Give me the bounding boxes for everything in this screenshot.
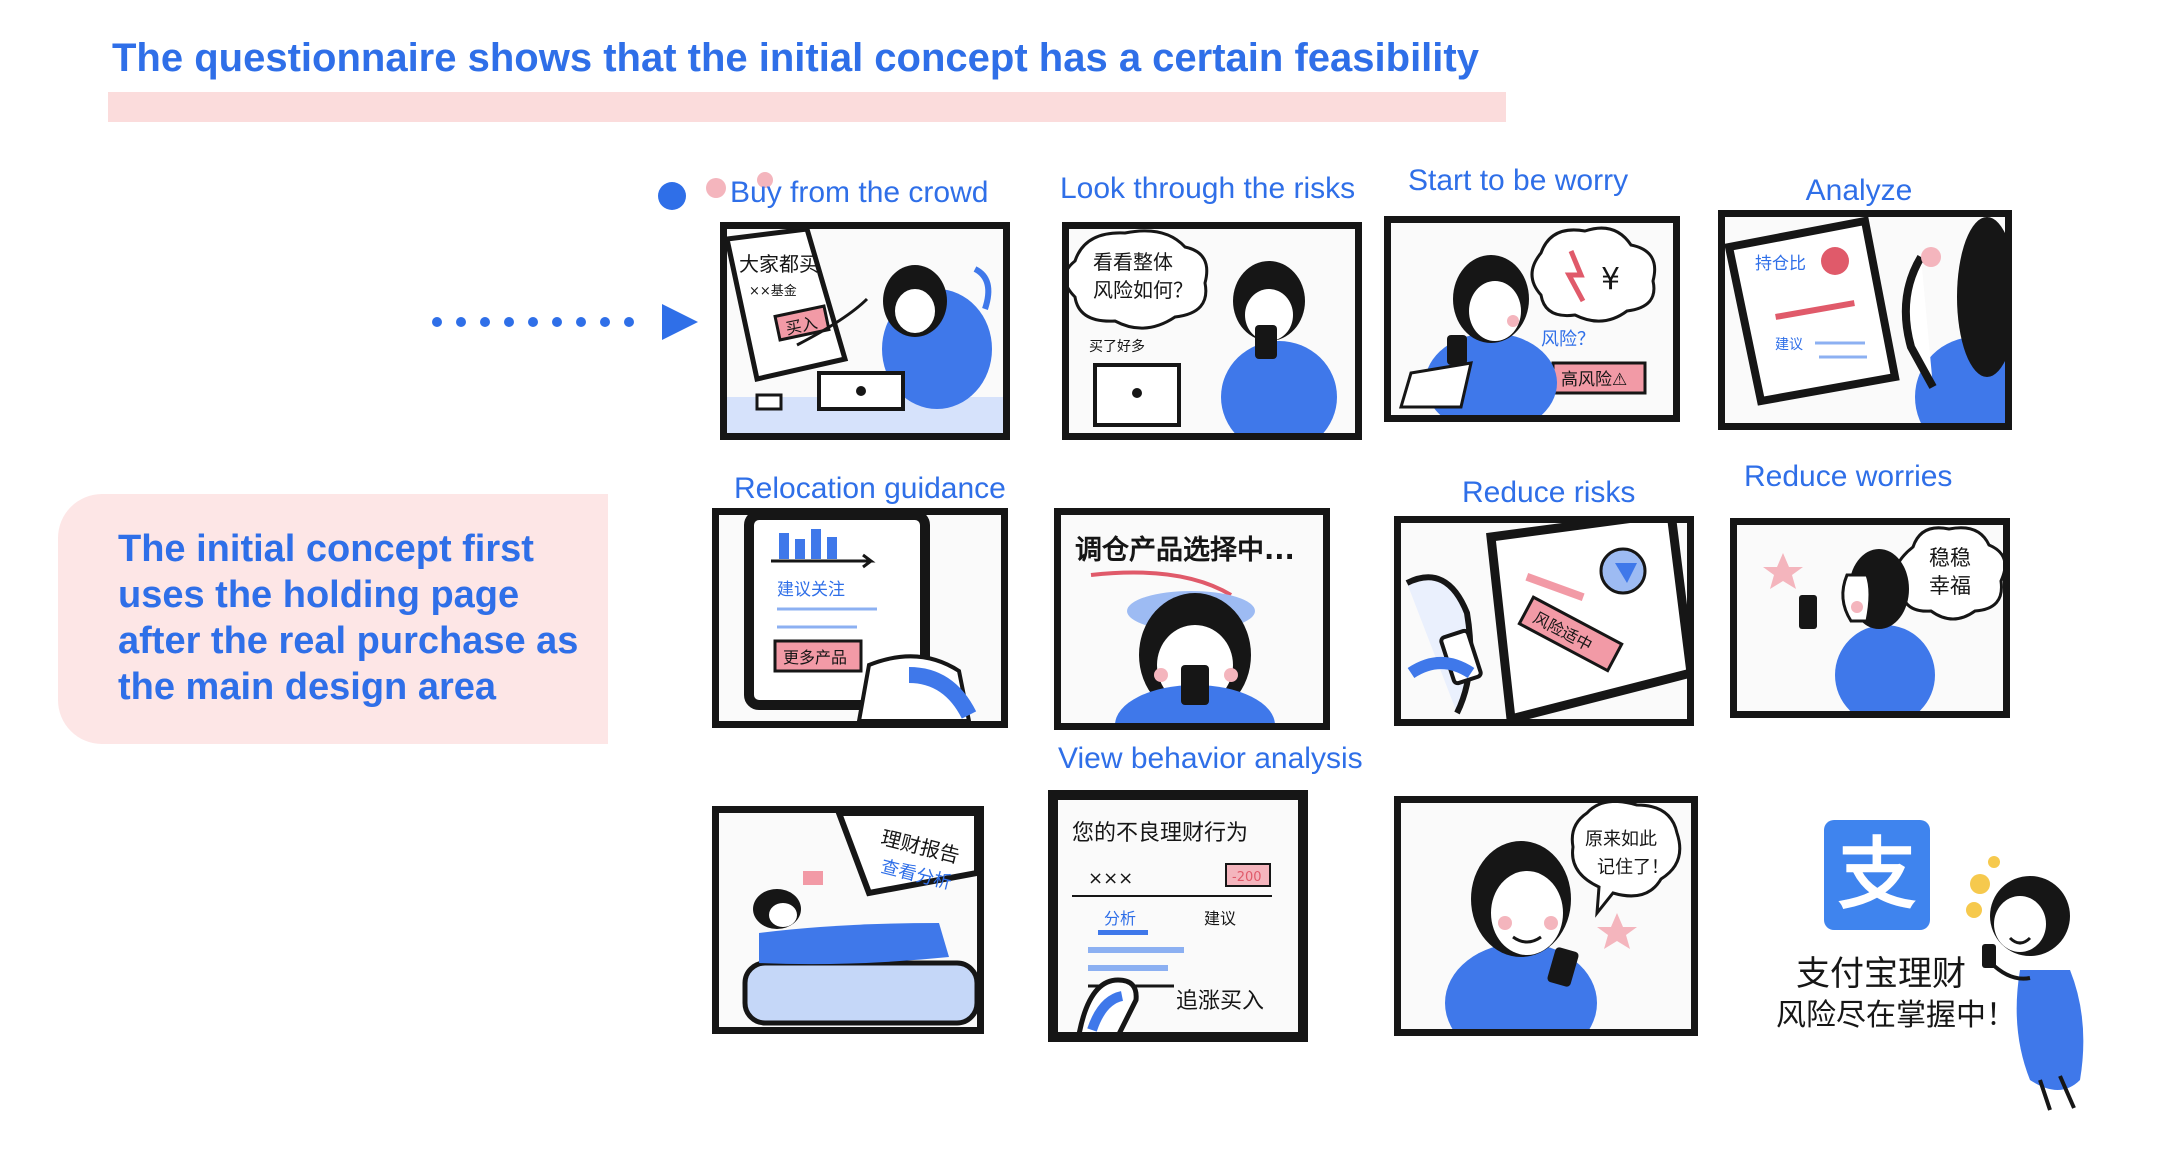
p2-bubble-line1: 看看整体 <box>1093 250 1173 274</box>
title-highlight <box>108 92 1506 122</box>
p4-screen-title: 持仓比 <box>1755 254 1806 274</box>
brand-slogan-line1: 支付宝理财 <box>1796 954 1966 994</box>
panel-label-view-behavior-analysis: View behavior analysis <box>1058 742 1363 775</box>
p2-bubble-line2: 风险如何？ <box>1093 278 1193 302</box>
panel-behavior-analysis: 您的不良理财行为 ××× -200 分析 建议 追涨买入 <box>1048 790 1308 1042</box>
p10-action: 追涨买入 <box>1176 989 1264 1014</box>
panel-label-buy-from-crowd: Buy from the crowd <box>730 176 989 209</box>
p11-bubble-line2: 记住了！ <box>1597 857 1669 878</box>
panel-label-look-through-risks: Look through the risks <box>1060 172 1356 205</box>
alipay-logo-icon: 支 <box>1824 820 1930 930</box>
p8-bubble-line2: 幸福 <box>1929 574 1971 598</box>
page-title: The questionnaire shows that the initial… <box>112 36 1479 80</box>
summary-text: The initial concept first uses the holdi… <box>118 528 579 708</box>
p8-bubble-line1: 稳稳 <box>1929 546 1971 570</box>
panel-analyze-risks: 持仓比 建议 <box>1718 210 2012 430</box>
panel-reduce-worries: 稳稳 幸福 <box>1730 518 2010 718</box>
panel-label-relocation-guidance: Relocation guidance <box>734 472 1006 505</box>
panel-label-reduce-risks: Reduce risks <box>1462 476 1636 509</box>
panel-buy-from-crowd: 大家都买 ××基金 买入 <box>720 222 1010 440</box>
panel-product-selection: 调仓产品选择中... <box>1054 508 1330 730</box>
p10-row-value: -200 <box>1232 870 1262 885</box>
p10-heading: 您的不良理财行为 <box>1072 821 1248 846</box>
brand-slogan-line2: 风险尽在掌握中！ <box>1776 998 2016 1033</box>
dotted-arrow-icon <box>428 300 698 344</box>
p3-bubble-symbol: ¥ <box>1601 262 1620 297</box>
decorative-dots <box>658 172 773 210</box>
logo-char: 支 <box>1837 830 1916 920</box>
p1-note1: 大家都买 <box>739 252 819 276</box>
p3-note: 风险？ <box>1541 329 1595 350</box>
p6-heading: 调仓产品选择中... <box>1075 535 1295 566</box>
p2-note: 买了好多 <box>1089 338 1145 355</box>
panel-look-through-risks: 看看整体 风险如何？ 买了好多 <box>1062 222 1362 440</box>
panel-relocation-guidance: 建议关注 更多产品 <box>712 508 1008 728</box>
p5-button: 更多产品 <box>783 648 847 667</box>
panel-realization: 原来如此 记住了！ <box>1394 796 1698 1036</box>
p10-tab1: 分析 <box>1104 909 1136 928</box>
panel-reduce-risks: 风险适中 <box>1394 516 1694 726</box>
panel-label-start-to-worry: Start to be worry <box>1408 164 1629 197</box>
panel-start-to-worry: ¥ 风险？ 高风险⚠ <box>1384 216 1680 422</box>
panel-label-reduce-worries: Reduce worries <box>1744 460 1953 493</box>
p1-note2: ××基金 <box>749 283 797 299</box>
p4-screen-note: 建议 <box>1775 337 1803 353</box>
panel-report-sofa: 理财报告 查看分析 <box>712 806 984 1034</box>
character-illustration <box>1966 856 2084 1111</box>
p3-tag: 高风险⚠ <box>1561 370 1627 390</box>
summary-box <box>58 494 608 744</box>
p5-note: 建议关注 <box>777 580 845 600</box>
p10-row-name: ××× <box>1088 868 1133 889</box>
p10-tab2: 建议 <box>1204 909 1236 928</box>
p11-bubble-line1: 原来如此 <box>1585 829 1657 850</box>
